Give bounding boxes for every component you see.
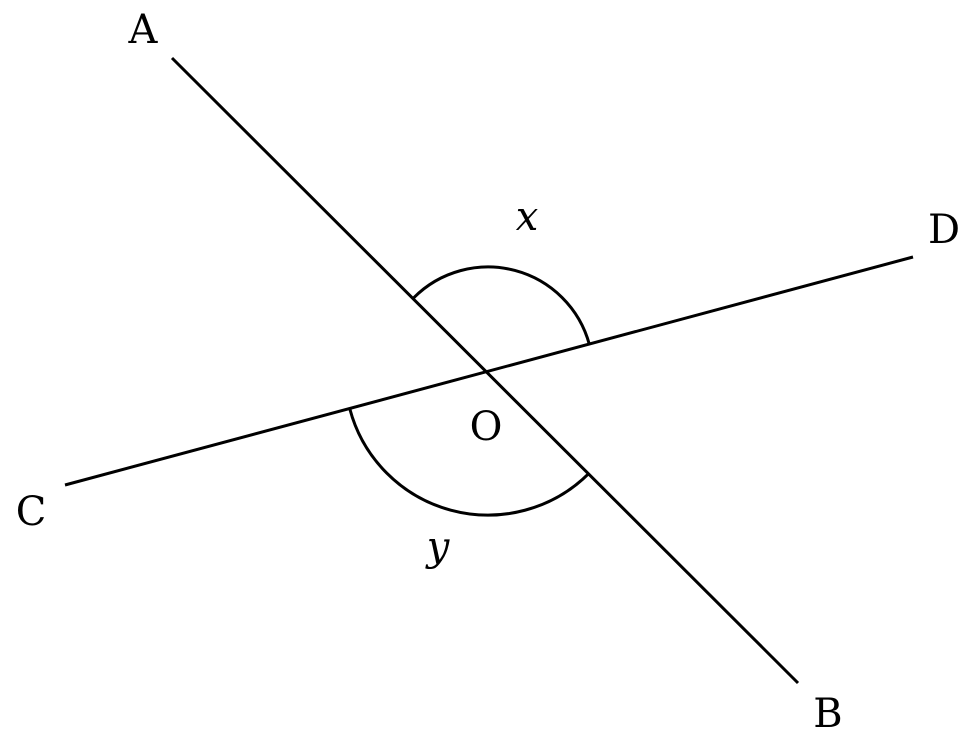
label-point-o: O	[470, 404, 503, 450]
angle-y-arc	[348, 408, 591, 517]
label-point-a: A	[128, 7, 159, 53]
label-angle-y: y	[425, 524, 451, 570]
angle-x-arc	[412, 265, 591, 345]
line-cd	[64, 255, 914, 487]
label-point-b: B	[813, 691, 842, 737]
label-point-d: D	[928, 207, 960, 253]
label-point-c: C	[16, 489, 47, 535]
line-ab	[170, 56, 800, 685]
label-angle-x: x	[516, 194, 539, 240]
